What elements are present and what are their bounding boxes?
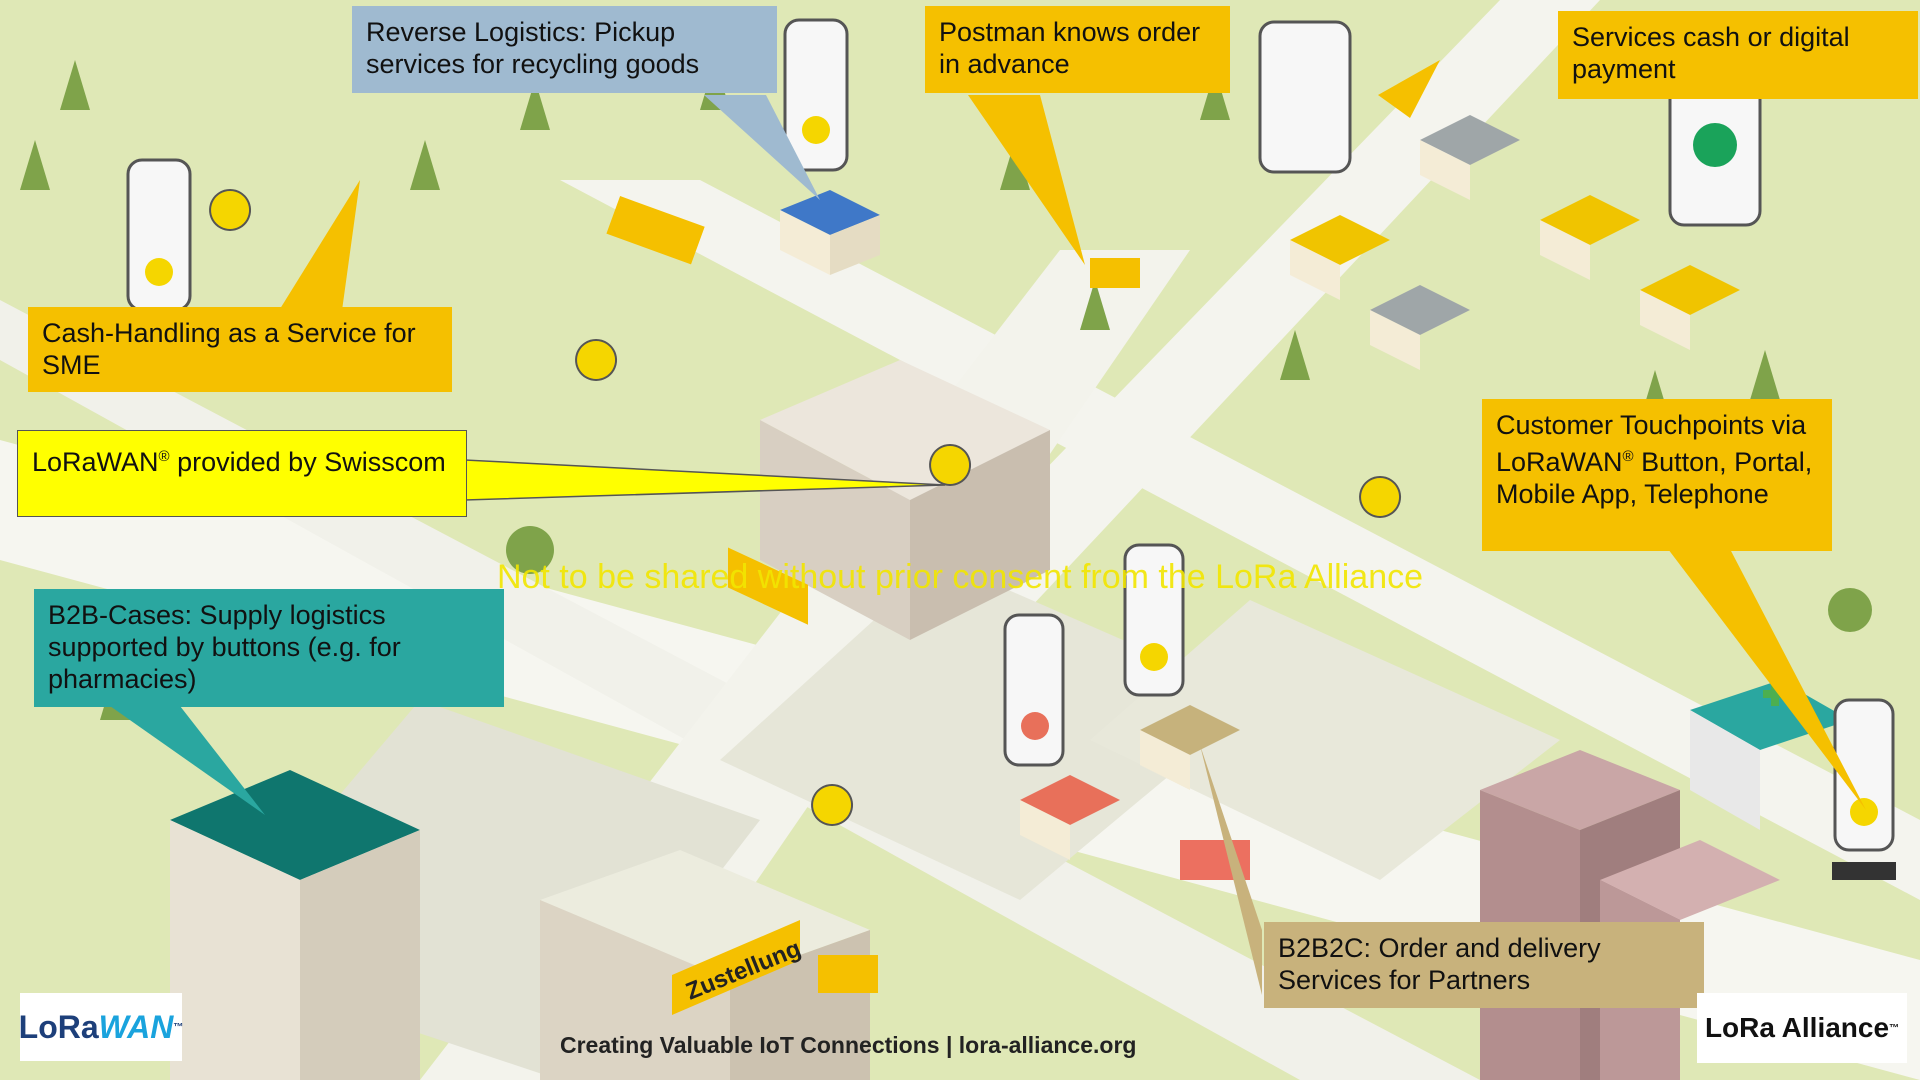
callout-cash-handling: Cash-Handling as a Service for SME — [28, 307, 452, 392]
footer-tagline: Creating Valuable IoT Connections | lora… — [560, 1032, 1137, 1058]
lora-button-icons — [145, 116, 1878, 826]
registered-mark: ® — [1622, 448, 1634, 465]
trademark: ™ — [173, 1021, 184, 1033]
registered-mark: ® — [158, 448, 170, 465]
houses — [780, 115, 1740, 860]
lorawan-provider-text: provided by Swisscom — [169, 447, 446, 477]
lorawan-text: LoRaWAN — [32, 447, 159, 477]
delivery-vehicles — [606, 196, 1250, 993]
lorawan-logo-text-b: WAN — [98, 1008, 174, 1045]
callout-services-payment: Services cash or digital payment — [1558, 11, 1918, 99]
factory-building — [170, 770, 420, 1080]
touchpoints-text-b: Button, Portal, Mobile App, Telephone — [1496, 447, 1813, 509]
location-pin-icon — [209, 189, 1401, 826]
watermark: Not to be shared without prior consent f… — [496, 558, 1424, 596]
phone-devices — [126, 18, 1895, 852]
post-office-building — [728, 360, 1050, 640]
callout-b2b2c: B2B2C: Order and delivery Services for P… — [1264, 922, 1704, 1008]
trademark: ™ — [1889, 1022, 1900, 1034]
lora-alliance-logo-text: LoRa Alliance — [1704, 1012, 1890, 1043]
lorawan-logo-text-a: LoRa — [18, 1008, 99, 1045]
callout-lorawan-provider: LoRaWAN® provided by Swisscom — [17, 430, 467, 517]
callout-customer-touchpoints: Customer Touchpoints via LoRaWAN® Button… — [1482, 399, 1832, 551]
callout-postman: Postman knows order in advance — [925, 6, 1230, 93]
touchpoints-text-a: Customer Touchpoints via LoRaWAN — [1496, 410, 1807, 477]
phone-icon — [1693, 123, 1737, 167]
callout-b2b-cases: B2B-Cases: Supply logistics supported by… — [34, 589, 504, 707]
barcode-icon — [1832, 862, 1896, 880]
callout-reverse-logistics: Reverse Logistics: Pickup services for r… — [352, 6, 777, 93]
